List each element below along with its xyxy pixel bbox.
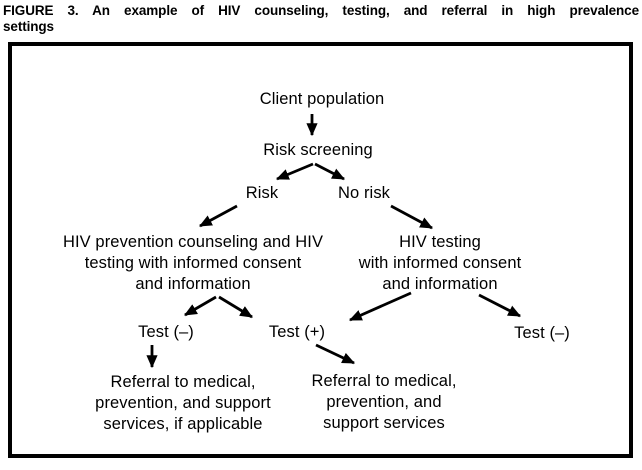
node-hiv-prevention-counseling: HIV prevention counseling and HIV testin… [62, 233, 324, 293]
node-risk-screening: Risk screening [263, 141, 373, 159]
diagram-frame [8, 42, 633, 458]
node-test-negative-left: Test (–) [138, 323, 194, 341]
node-client-population: Client population [259, 90, 385, 108]
figure-title: FIGURE 3. An example of HIV counseling, … [3, 3, 639, 34]
figure-title-line1: FIGURE 3. An example of HIV counseling, … [3, 3, 639, 18]
node-no-risk: No risk [337, 184, 391, 202]
node-test-negative-right: Test (–) [514, 324, 570, 342]
node-test-positive: Test (+) [268, 323, 326, 341]
node-referral-left: Referral to medical, prevention, and sup… [95, 373, 271, 433]
node-hiv-testing: HIV testing with informed consent and in… [358, 233, 522, 293]
figure-title-line2: settings [3, 18, 54, 34]
node-referral-right: Referral to medical, prevention, and sup… [311, 372, 457, 432]
node-risk: Risk [245, 184, 279, 202]
